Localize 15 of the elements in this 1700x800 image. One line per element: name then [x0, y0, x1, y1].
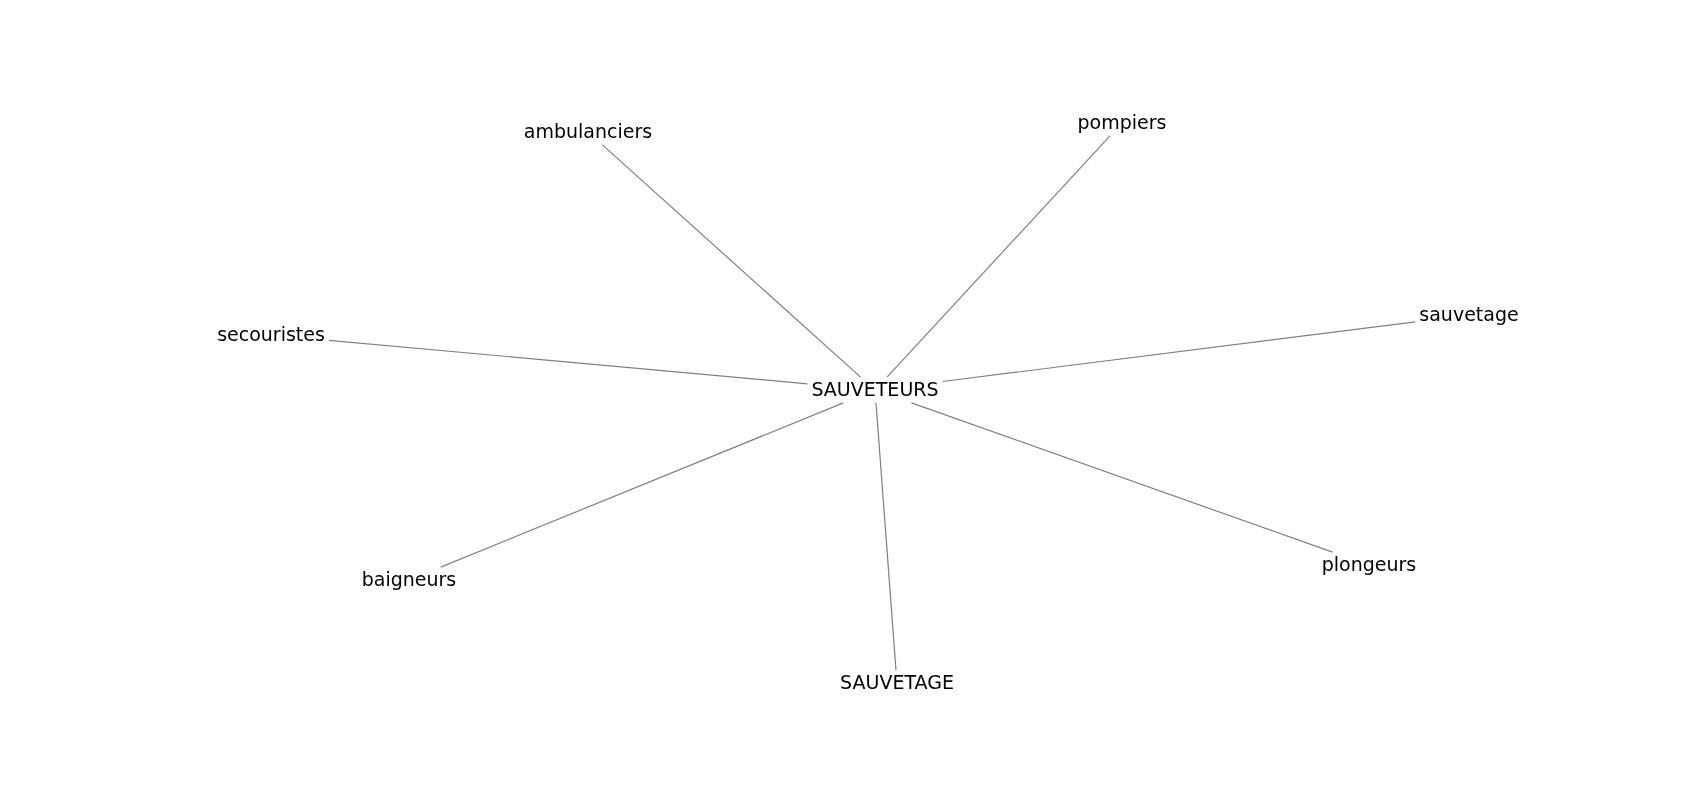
word-label: secouristes	[215, 324, 327, 346]
word-label: sauvetage	[1417, 304, 1521, 326]
word-label: SAUVETEURS	[809, 379, 941, 401]
word-label: plongeurs	[1319, 554, 1419, 576]
connector-line	[440, 402, 844, 568]
word-label: SAUVETAGE	[838, 672, 956, 694]
connector-line	[328, 339, 808, 385]
word-label: ambulanciers	[521, 121, 655, 143]
connector-line	[910, 402, 1334, 553]
word-label: baigneurs	[359, 569, 459, 591]
connector-line	[875, 402, 897, 671]
connector-line	[886, 135, 1111, 378]
connector-line	[601, 144, 862, 378]
word-label: pompiers	[1075, 112, 1169, 134]
connector-line	[942, 321, 1416, 383]
